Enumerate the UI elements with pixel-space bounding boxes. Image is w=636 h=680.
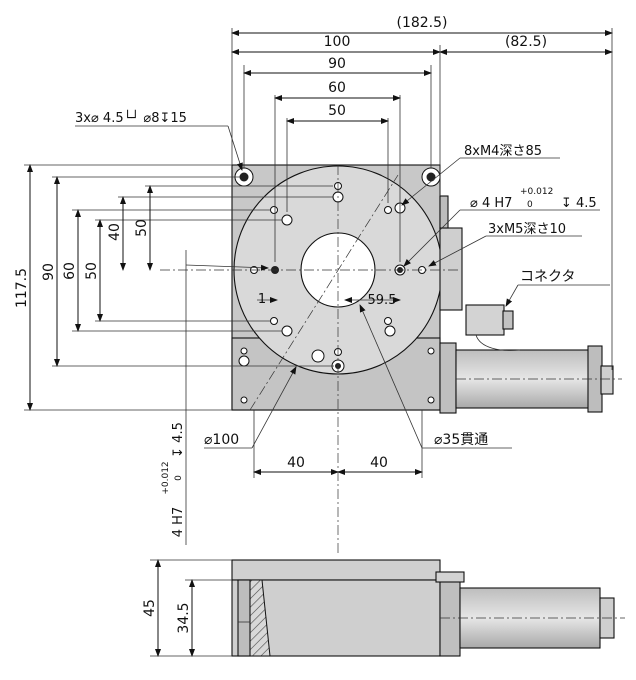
dim-bottom-40-right: 40 <box>370 455 388 471</box>
dim-overall-width: (182.5) <box>396 15 447 31</box>
callout-vertical-pin-depth: ↧ 4.5 <box>171 422 186 458</box>
relief-hole <box>311 349 325 363</box>
side-table <box>231 559 441 581</box>
m5-hole <box>281 325 293 337</box>
dim-motor-extent: (82.5) <box>505 34 547 50</box>
side-connector <box>435 571 465 583</box>
dim-side-height-45: 45 <box>142 599 158 617</box>
block-screw-1 <box>240 347 248 355</box>
connector-body <box>465 304 505 336</box>
side-motor-flange <box>439 577 461 657</box>
side-knob-edge <box>439 195 449 229</box>
block-screw-4 <box>427 347 435 355</box>
callout-pin-tol-top: +0.012 <box>520 187 553 197</box>
callout-m5: 3xM5深さ10 <box>488 222 566 237</box>
motor-encoder <box>600 365 614 395</box>
callout-vertical-pin-prefix: 4 H7 <box>171 507 186 537</box>
block-screw-3 <box>240 396 248 404</box>
callout-vertical-pin-tol-bottom: 0 <box>174 475 184 481</box>
dim-holes-90: 90 <box>328 56 346 72</box>
callout-pin-prefix: ⌀ 4 H7 <box>470 196 512 211</box>
side-view: 45 34.5 <box>142 559 625 657</box>
callout-through-hole: ⌀35貫通 <box>434 432 488 448</box>
callout-vertical-pin-tol-top: +0.012 <box>161 461 171 494</box>
dim-body-width: 100 <box>324 34 351 50</box>
dim-v60: 60 <box>62 262 78 280</box>
m4-tapped-holes <box>250 182 426 356</box>
callouts: 3x⌀ 4.5└┘ ⌀8↧15 8xM4深さ85 ⌀ 4 H7 +0.012 0… <box>75 109 610 545</box>
dim-v90: 90 <box>41 263 57 281</box>
callout-pin-tol-bottom: 0 <box>527 200 533 210</box>
block-screw-2 <box>238 355 250 367</box>
counterbore-hole-tl-inner <box>239 172 249 182</box>
m4-hole <box>270 206 278 214</box>
dim-v50: 50 <box>84 262 100 280</box>
top-view: (182.5) 100 (82.5) 90 60 50 117.5 <box>14 15 622 555</box>
dim-v40: 40 <box>107 223 123 241</box>
m4-hole <box>384 317 392 325</box>
m4-hole <box>384 206 392 214</box>
m5-hole <box>281 214 293 226</box>
motor-cable <box>475 334 521 351</box>
connector-tip <box>502 310 514 330</box>
dim-holes-60: 60 <box>328 80 346 96</box>
side-screw-bore <box>237 579 251 657</box>
dim-v50b: 50 <box>134 219 150 237</box>
dim-height-117-5: 117.5 <box>14 268 30 308</box>
dim-offset-59-5: 59.5 <box>368 293 397 308</box>
dim-side-height-34-5: 34.5 <box>176 602 192 633</box>
motor-flange <box>439 342 457 414</box>
callout-pin-depth: ↧ 4.5 <box>561 196 597 211</box>
m4-hole <box>270 317 278 325</box>
callout-counterbore: 3x⌀ 4.5└┘ ⌀8↧15 <box>75 109 187 126</box>
dim-offset-1: 1 <box>258 292 266 307</box>
left-dimensions: 117.5 90 60 50 40 50 <box>14 164 334 411</box>
top-dimensions: (182.5) 100 (82.5) 90 60 50 <box>231 15 613 370</box>
dim-holes-50: 50 <box>328 103 346 119</box>
m5-hole <box>384 325 396 337</box>
callout-m4: 8xM4深さ85 <box>464 144 542 159</box>
counterbore-hole-tr-inner <box>426 172 436 182</box>
dim-bottom-40-left: 40 <box>287 455 305 471</box>
side-knob <box>439 227 463 311</box>
callout-connector: コネクタ <box>520 269 575 285</box>
block-screw-5 <box>427 396 435 404</box>
callout-table-dia: ⌀100 <box>204 432 239 448</box>
